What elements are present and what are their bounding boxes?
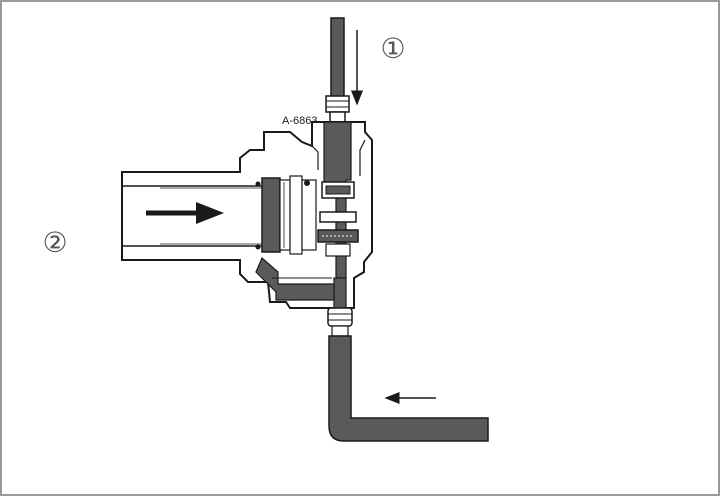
callout-2-text: ② [42, 226, 67, 259]
internal-passage [317, 121, 359, 279]
part-label: A-6863 [282, 115, 317, 127]
valve-housing [121, 121, 373, 309]
flow-arrow-right [146, 202, 224, 224]
callout-1-text: ① [380, 32, 405, 65]
callout-2: ② [42, 226, 67, 259]
outlet-tube [328, 335, 489, 442]
callout-1: ① [380, 32, 405, 65]
outlet-fitting [327, 277, 353, 337]
top-inlet-tube [325, 17, 350, 123]
piston-assembly [255, 175, 317, 255]
